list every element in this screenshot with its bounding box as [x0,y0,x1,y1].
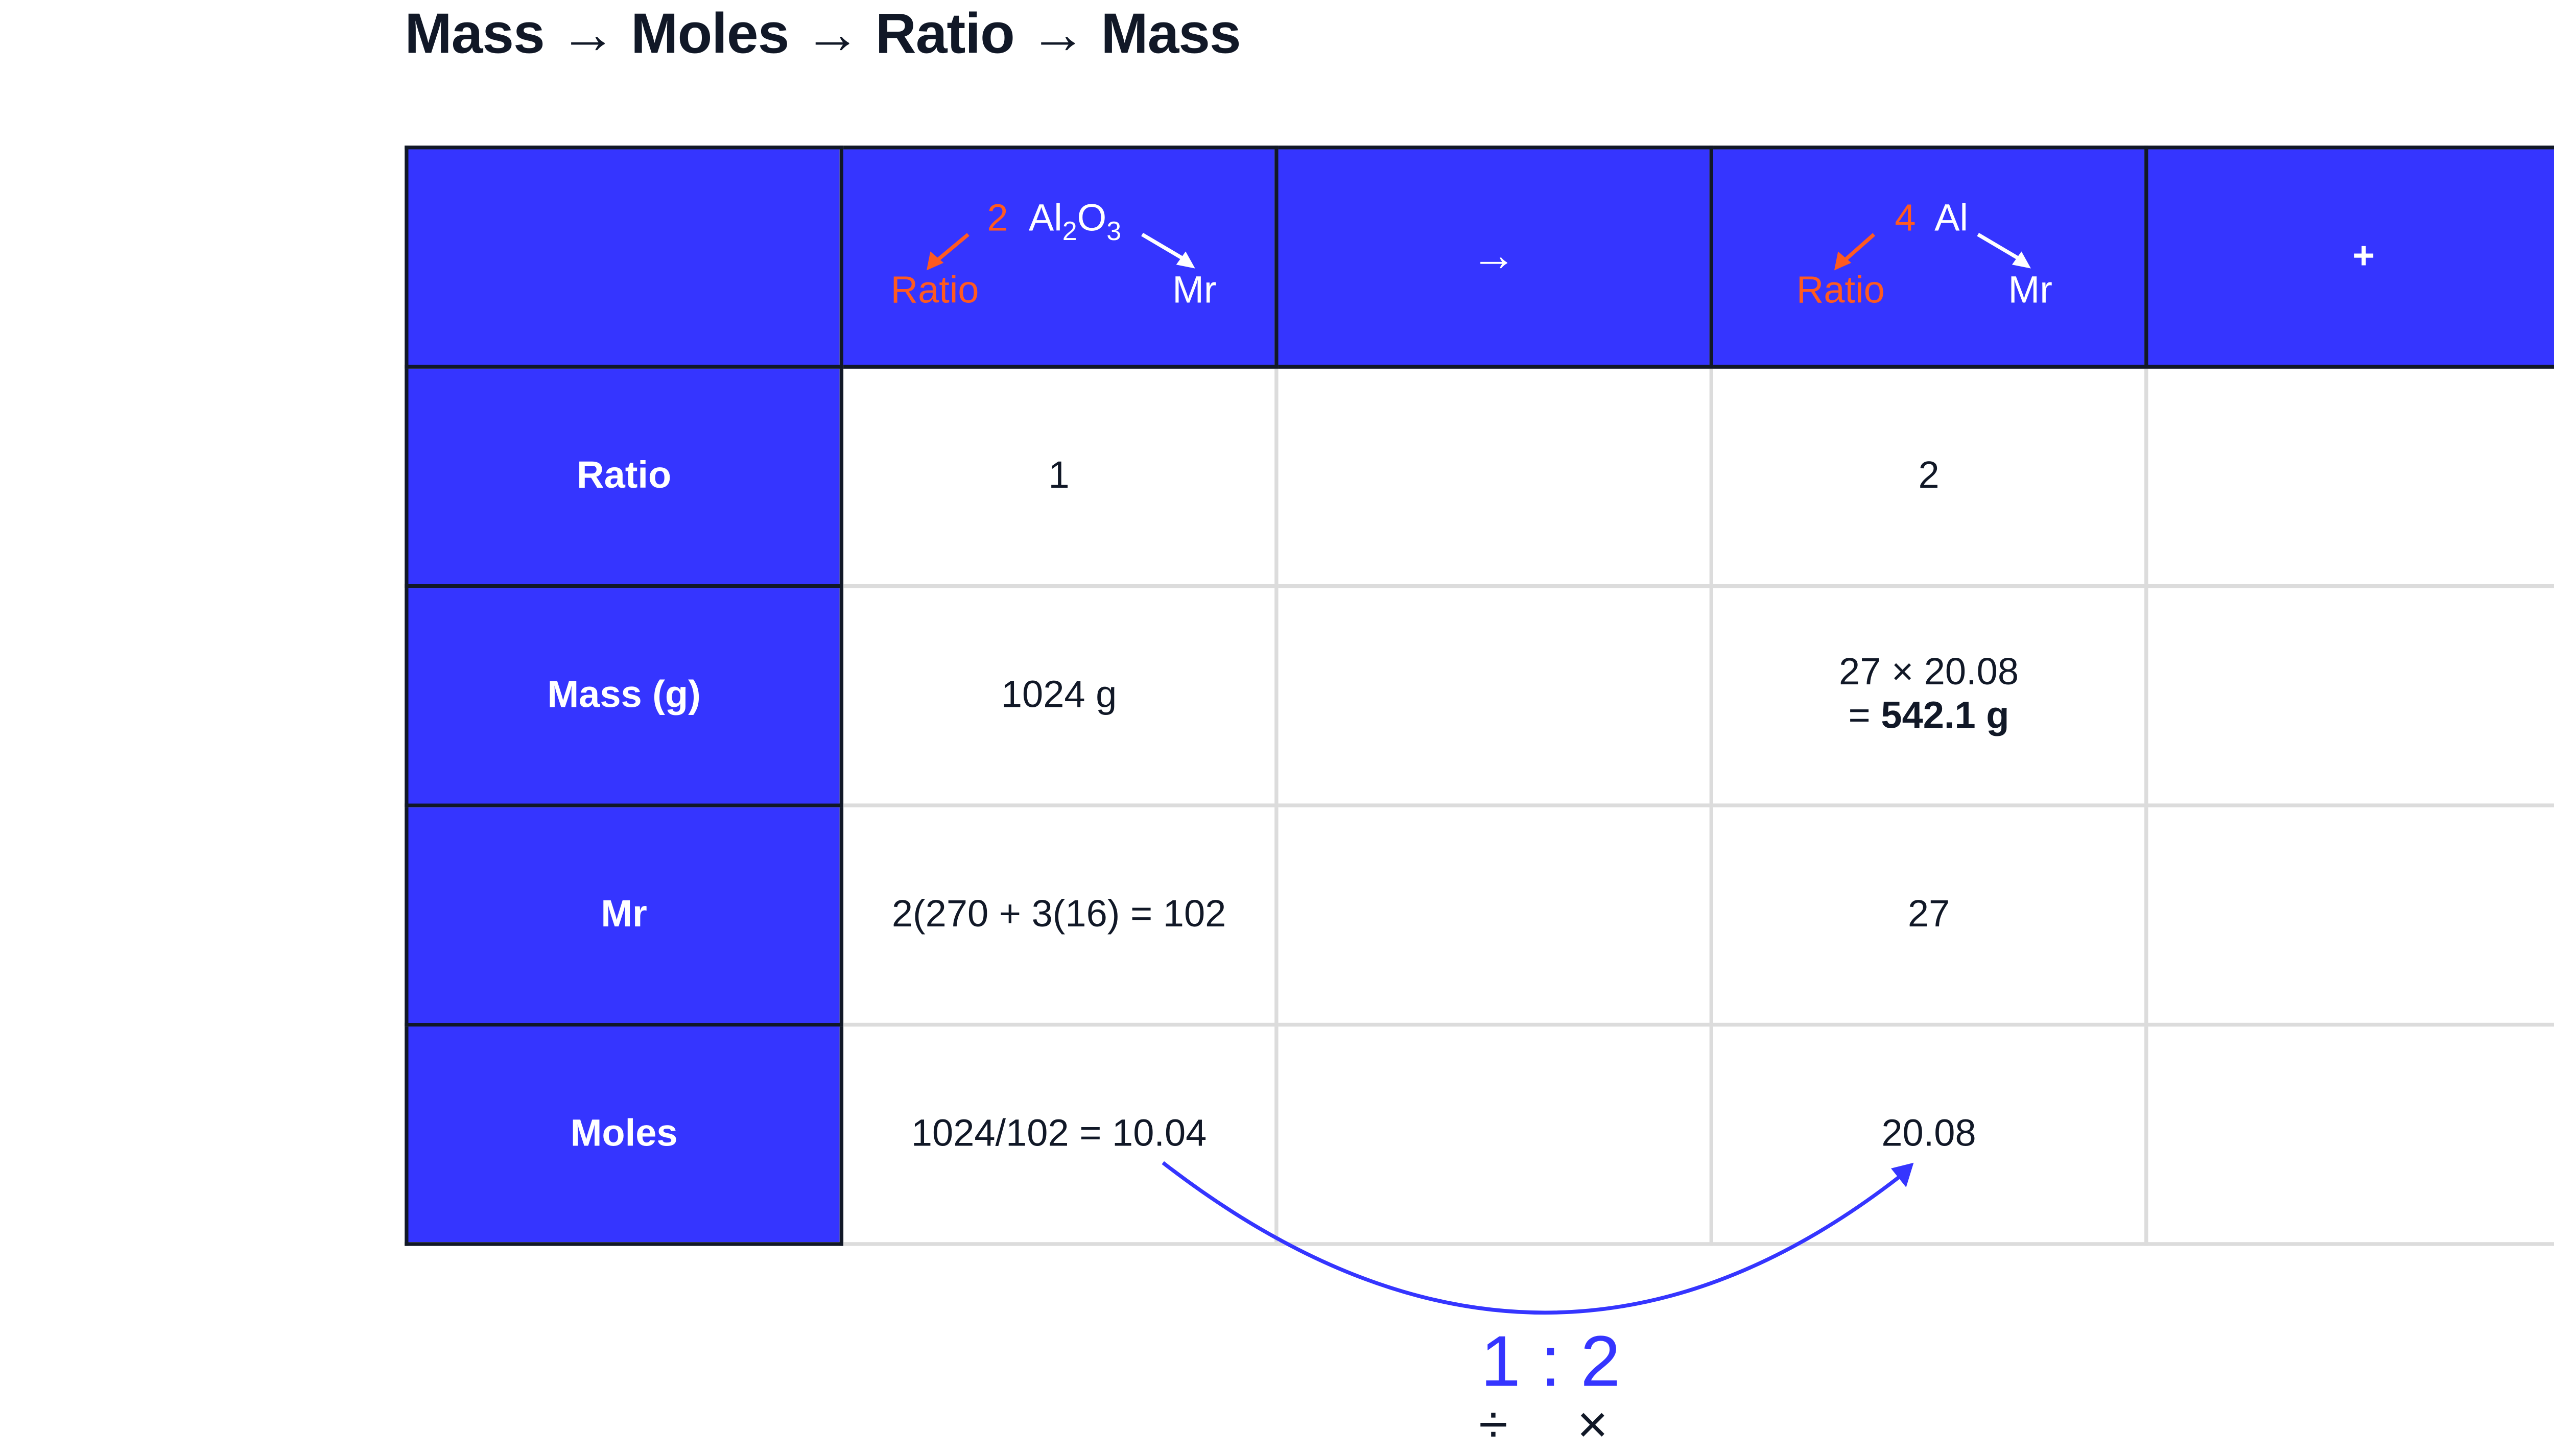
row-label: Moles [405,1022,844,1246]
divide-icon: ÷ [1478,1395,1508,1454]
empty-cell [1274,803,1714,1027]
product-mr-label: Mr [2008,270,2052,312]
plus-icon: + [2352,235,2375,277]
row-label: Mass (g) [405,584,844,807]
product-formula: Al [1934,198,1969,241]
reactant-coefficient: 2 [987,198,1008,241]
product-mass-calc: 27 × 20.08 [1839,652,2019,694]
table-row: Moles 1024/102 = 10.04 20.08 [405,1022,2554,1246]
row-label: Mr [405,803,844,1027]
header-plus-cell: + [2144,146,2554,369]
mole-ratio-label: 1 : 2 [1480,1323,1621,1403]
reactant-ratio-label: Ratio [890,270,979,312]
reaction-arrow-icon: → [1471,230,1517,282]
reactant-ratio: 1 [839,365,1279,588]
product-mr: 27 [1709,803,2148,1027]
header-corner-cell [405,146,844,369]
header-row: 2 Al2O3 Ratio Mr → 4 Al Rati [405,146,2554,369]
product-arrows-icon [1834,232,2031,271]
page-title: Mass → Moles → Ratio → Mass [405,4,1241,66]
multiply-icon: × [1577,1395,1609,1454]
reactant-mass: 1024 g [839,584,1279,807]
empty-cell [2144,1022,2554,1246]
row-label: Ratio [405,365,844,588]
reactant-arrows-icon [926,232,1195,271]
product-mass-result: 542.1 g [1881,696,2009,737]
product-mass-equals: = [1848,696,1881,737]
empty-cell [2144,365,2554,588]
product-ratio: 2 [1709,365,2148,588]
reactant-formula-al: Al [1028,198,1062,241]
table-row: Mass (g) 1024 g 27 × 20.08= 542.1 g [405,584,2554,807]
reactant-sub-3: 3 [1106,216,1122,246]
header-arrow-cell: → [1274,146,1714,369]
product-ratio-label: Ratio [1796,270,1885,312]
product-mass: 27 × 20.08= 542.1 g [1709,584,2148,807]
reactant-formula: Al2O3 [1029,199,1121,246]
table-row: Mr 2(270 + 3(16) = 102 27 [405,803,2554,1027]
header-reactant-cell: 2 Al2O3 Ratio Mr [839,146,1279,369]
reactant-sub-2: 2 [1062,216,1077,246]
calculation-table: 2 Al2O3 Ratio Mr → 4 Al Rati [405,146,2554,1246]
empty-cell [2144,584,2554,807]
header-product-cell: 4 Al Ratio Mr [1709,146,2148,369]
empty-cell [1274,1022,1714,1246]
product-coefficient: 4 [1895,198,1916,241]
reactant-mr: 2(270 + 3(16) = 102 [839,803,1279,1027]
empty-cell [1274,365,1714,588]
empty-cell [2144,803,2554,1027]
reactant-mr-label: Mr [1172,270,1217,312]
product-moles: 20.08 [1709,1022,2148,1246]
empty-cell [1274,584,1714,807]
reactant-formula-o: O [1077,198,1107,241]
reactant-moles: 1024/102 = 10.04 [839,1022,1279,1246]
table-row: Ratio 1 2 [405,365,2554,588]
